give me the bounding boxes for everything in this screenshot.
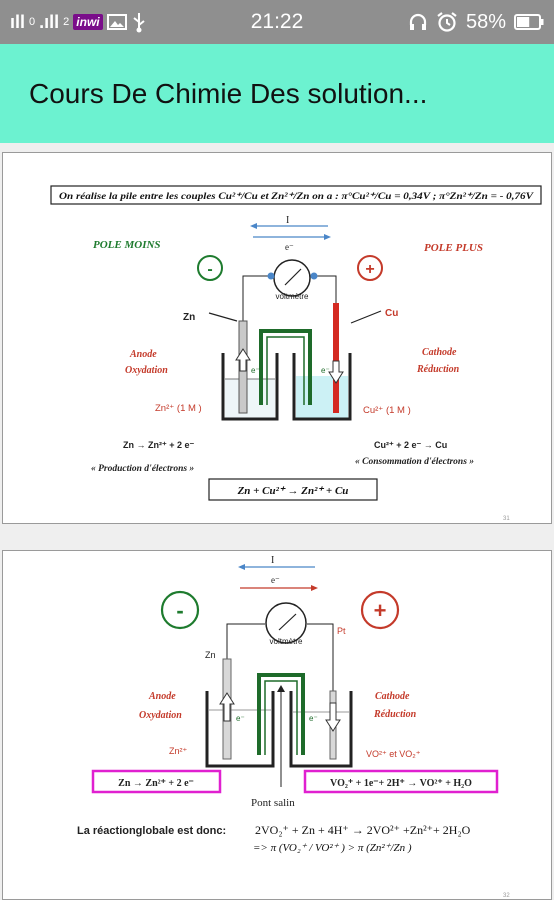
page-title: Cours De Chimie Des solution... <box>29 78 428 109</box>
slide-31-diagram: On réalise la pile entre les couples Cu²… <box>50 185 542 522</box>
potential-comparison: => π (VO₂⁺ / VO²⁺ ) > π (Zn²⁺/Zn ) <box>253 842 412 854</box>
slide2-minus-circle <box>160 590 200 630</box>
signal-icon-sim2: .ıll <box>39 11 60 32</box>
slide2-electron-right: e⁻ <box>309 714 318 723</box>
pole-plus-title: POLE PLUS <box>424 242 483 254</box>
global-reaction-label: La réactionglobale est donc: <box>77 825 226 837</box>
salt-bridge-label: Pont salin <box>251 797 295 809</box>
slide-32-diagram: I e⁻ - + voltmètre Zn Pt Anode Oxydation… <box>77 555 510 899</box>
cu-solution-label: Cu²⁺ (1 M ) <box>363 405 411 416</box>
slide1-electron-left: e⁻ <box>251 366 260 375</box>
slide1-page-number: 31 <box>503 516 510 522</box>
sim2-label: 2 <box>63 16 70 28</box>
status-right: 58% <box>408 9 544 35</box>
zn-label: Zn <box>183 312 195 323</box>
salt-bridge <box>259 329 312 405</box>
slide2-right-beaker <box>289 691 353 768</box>
right-beaker <box>292 353 352 421</box>
slide1-header: On réalise la pile entre les couples Cu²… <box>59 191 534 202</box>
status-bar: ıll 0 .ıll 2 inwi 21:22 58% <box>0 0 554 44</box>
slide2-plus-sign: + <box>374 598 387 623</box>
battery-percent: 58% <box>465 10 506 33</box>
minus-pole-circle <box>197 255 223 281</box>
alarm-icon <box>437 12 457 32</box>
status-left: ıll 0 .ıll 2 inwi <box>10 9 147 35</box>
slide1-current-label: I <box>286 215 289 226</box>
slide-31[interactable]: On réalise la pile entre les couples Cu²… <box>2 152 552 524</box>
slide2-salt-bridge <box>257 673 305 755</box>
cathode-label: Cathode <box>422 347 457 358</box>
slide2-minus-sign: - <box>176 598 183 623</box>
app-bar: Cours De Chimie Des solution... <box>0 44 554 143</box>
slide2-cathode-reaction: VO₂⁺ + 1e⁻+ 2H⁺ → VO²⁺ + H₂O <box>330 778 472 789</box>
anode-reaction: Zn → Zn²⁺ + 2 e⁻ <box>123 440 195 450</box>
usb-icon <box>133 13 145 33</box>
headset-icon <box>409 13 427 30</box>
slide2-current-label: I <box>271 555 274 566</box>
plus-sign: + <box>365 261 374 278</box>
battery-icon <box>514 14 544 30</box>
slide2-voltmeter-label: voltmètre <box>270 637 303 646</box>
carrier-label: inwi <box>73 14 103 30</box>
slide2-electron-left: e⁻ <box>236 714 245 723</box>
left-beaker <box>221 353 279 421</box>
slide1-electron-label: e⁻ <box>285 242 294 252</box>
pole-minus-title: POLE MOINS <box>93 239 161 251</box>
slide-32[interactable]: I e⁻ - + voltmètre Zn Pt Anode Oxydation… <box>2 550 552 900</box>
vanadium-ions-label: VO²⁺ et VO₂⁺ <box>366 749 421 759</box>
plus-pole-circle <box>357 255 383 281</box>
slide2-anode-label: Anode <box>148 691 176 702</box>
anode-note: « Production d'électrons » <box>91 464 194 474</box>
copper-electrode <box>333 303 339 413</box>
zn-solution-label: Zn²⁺ (1 M ) <box>155 403 202 414</box>
slide2-oxidation-label: Oxydation <box>139 710 182 721</box>
battery-level-fill <box>517 17 530 27</box>
slide2-page-number: 32 <box>503 893 510 899</box>
oxidation-label: Oxydation <box>125 365 168 376</box>
voltmeter-label: voltmètre <box>276 292 309 301</box>
slide2-global-equation: 2VO₂⁺ + Zn + 4H⁺ → 2VO²⁺ +Zn²⁺+ 2H₂O <box>255 823 471 837</box>
sim1-label: 0 <box>29 16 36 28</box>
pt-label: Pt <box>337 626 346 636</box>
slide2-plus-circle <box>360 590 400 630</box>
slide2-cathode-label: Cathode <box>375 691 410 702</box>
slide2-electron-label: e⁻ <box>271 575 280 585</box>
cathode-note: « Consommation d'électrons » <box>355 457 474 467</box>
minus-sign: - <box>207 261 212 278</box>
reduction-label: Réduction <box>416 364 460 375</box>
cu-label: Cu <box>385 308 398 319</box>
slide2-left-beaker <box>205 691 275 768</box>
slide2-anode-reaction: Zn → Zn²⁺ + 2 e⁻ <box>118 778 194 789</box>
signal-icon-sim1: ıll <box>10 11 26 32</box>
slide2-reduction-label: Réduction <box>373 709 417 720</box>
cathode-reaction: Cu²⁺ + 2 e⁻ → Cu <box>374 440 447 450</box>
clock: 21:22 <box>250 10 304 33</box>
slide1-global-reaction: Zn + Cu²⁺ → Zn²⁺ + Cu <box>237 485 349 497</box>
slide1-electron-right: e⁻ <box>321 366 330 375</box>
zn-ion-label: Zn²⁺ <box>169 746 188 756</box>
anode-label: Anode <box>129 349 157 360</box>
slide2-zn-label: Zn <box>205 650 216 660</box>
image-icon <box>106 14 127 30</box>
